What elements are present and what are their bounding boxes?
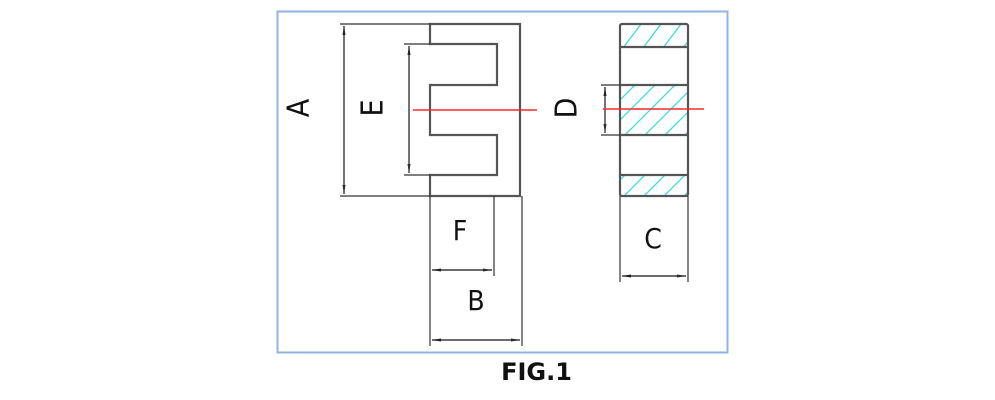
e-core-outline bbox=[428, 22, 522, 198]
label-d: D bbox=[550, 98, 585, 119]
side-view bbox=[618, 22, 690, 198]
dimension-b bbox=[429, 196, 523, 346]
label-f: F bbox=[453, 214, 468, 247]
dimension-f bbox=[429, 196, 495, 276]
label-e: E bbox=[356, 99, 391, 116]
figure-frame bbox=[276, 10, 729, 354]
side-view-outline bbox=[618, 22, 690, 198]
label-b: B bbox=[467, 284, 484, 317]
dimension-a bbox=[340, 23, 430, 197]
dimension-c bbox=[619, 196, 689, 282]
e-core-front-view bbox=[428, 22, 522, 198]
dimension-d bbox=[601, 84, 620, 136]
label-a: A bbox=[282, 98, 317, 117]
figure-caption-text: FIG.1 bbox=[501, 358, 572, 386]
figure-caption: FIG.1 bbox=[0, 358, 995, 386]
hatch-band-middle bbox=[620, 85, 688, 135]
dimension-e bbox=[404, 43, 430, 176]
hatch-band-top bbox=[620, 24, 688, 47]
label-c: C bbox=[644, 222, 662, 255]
